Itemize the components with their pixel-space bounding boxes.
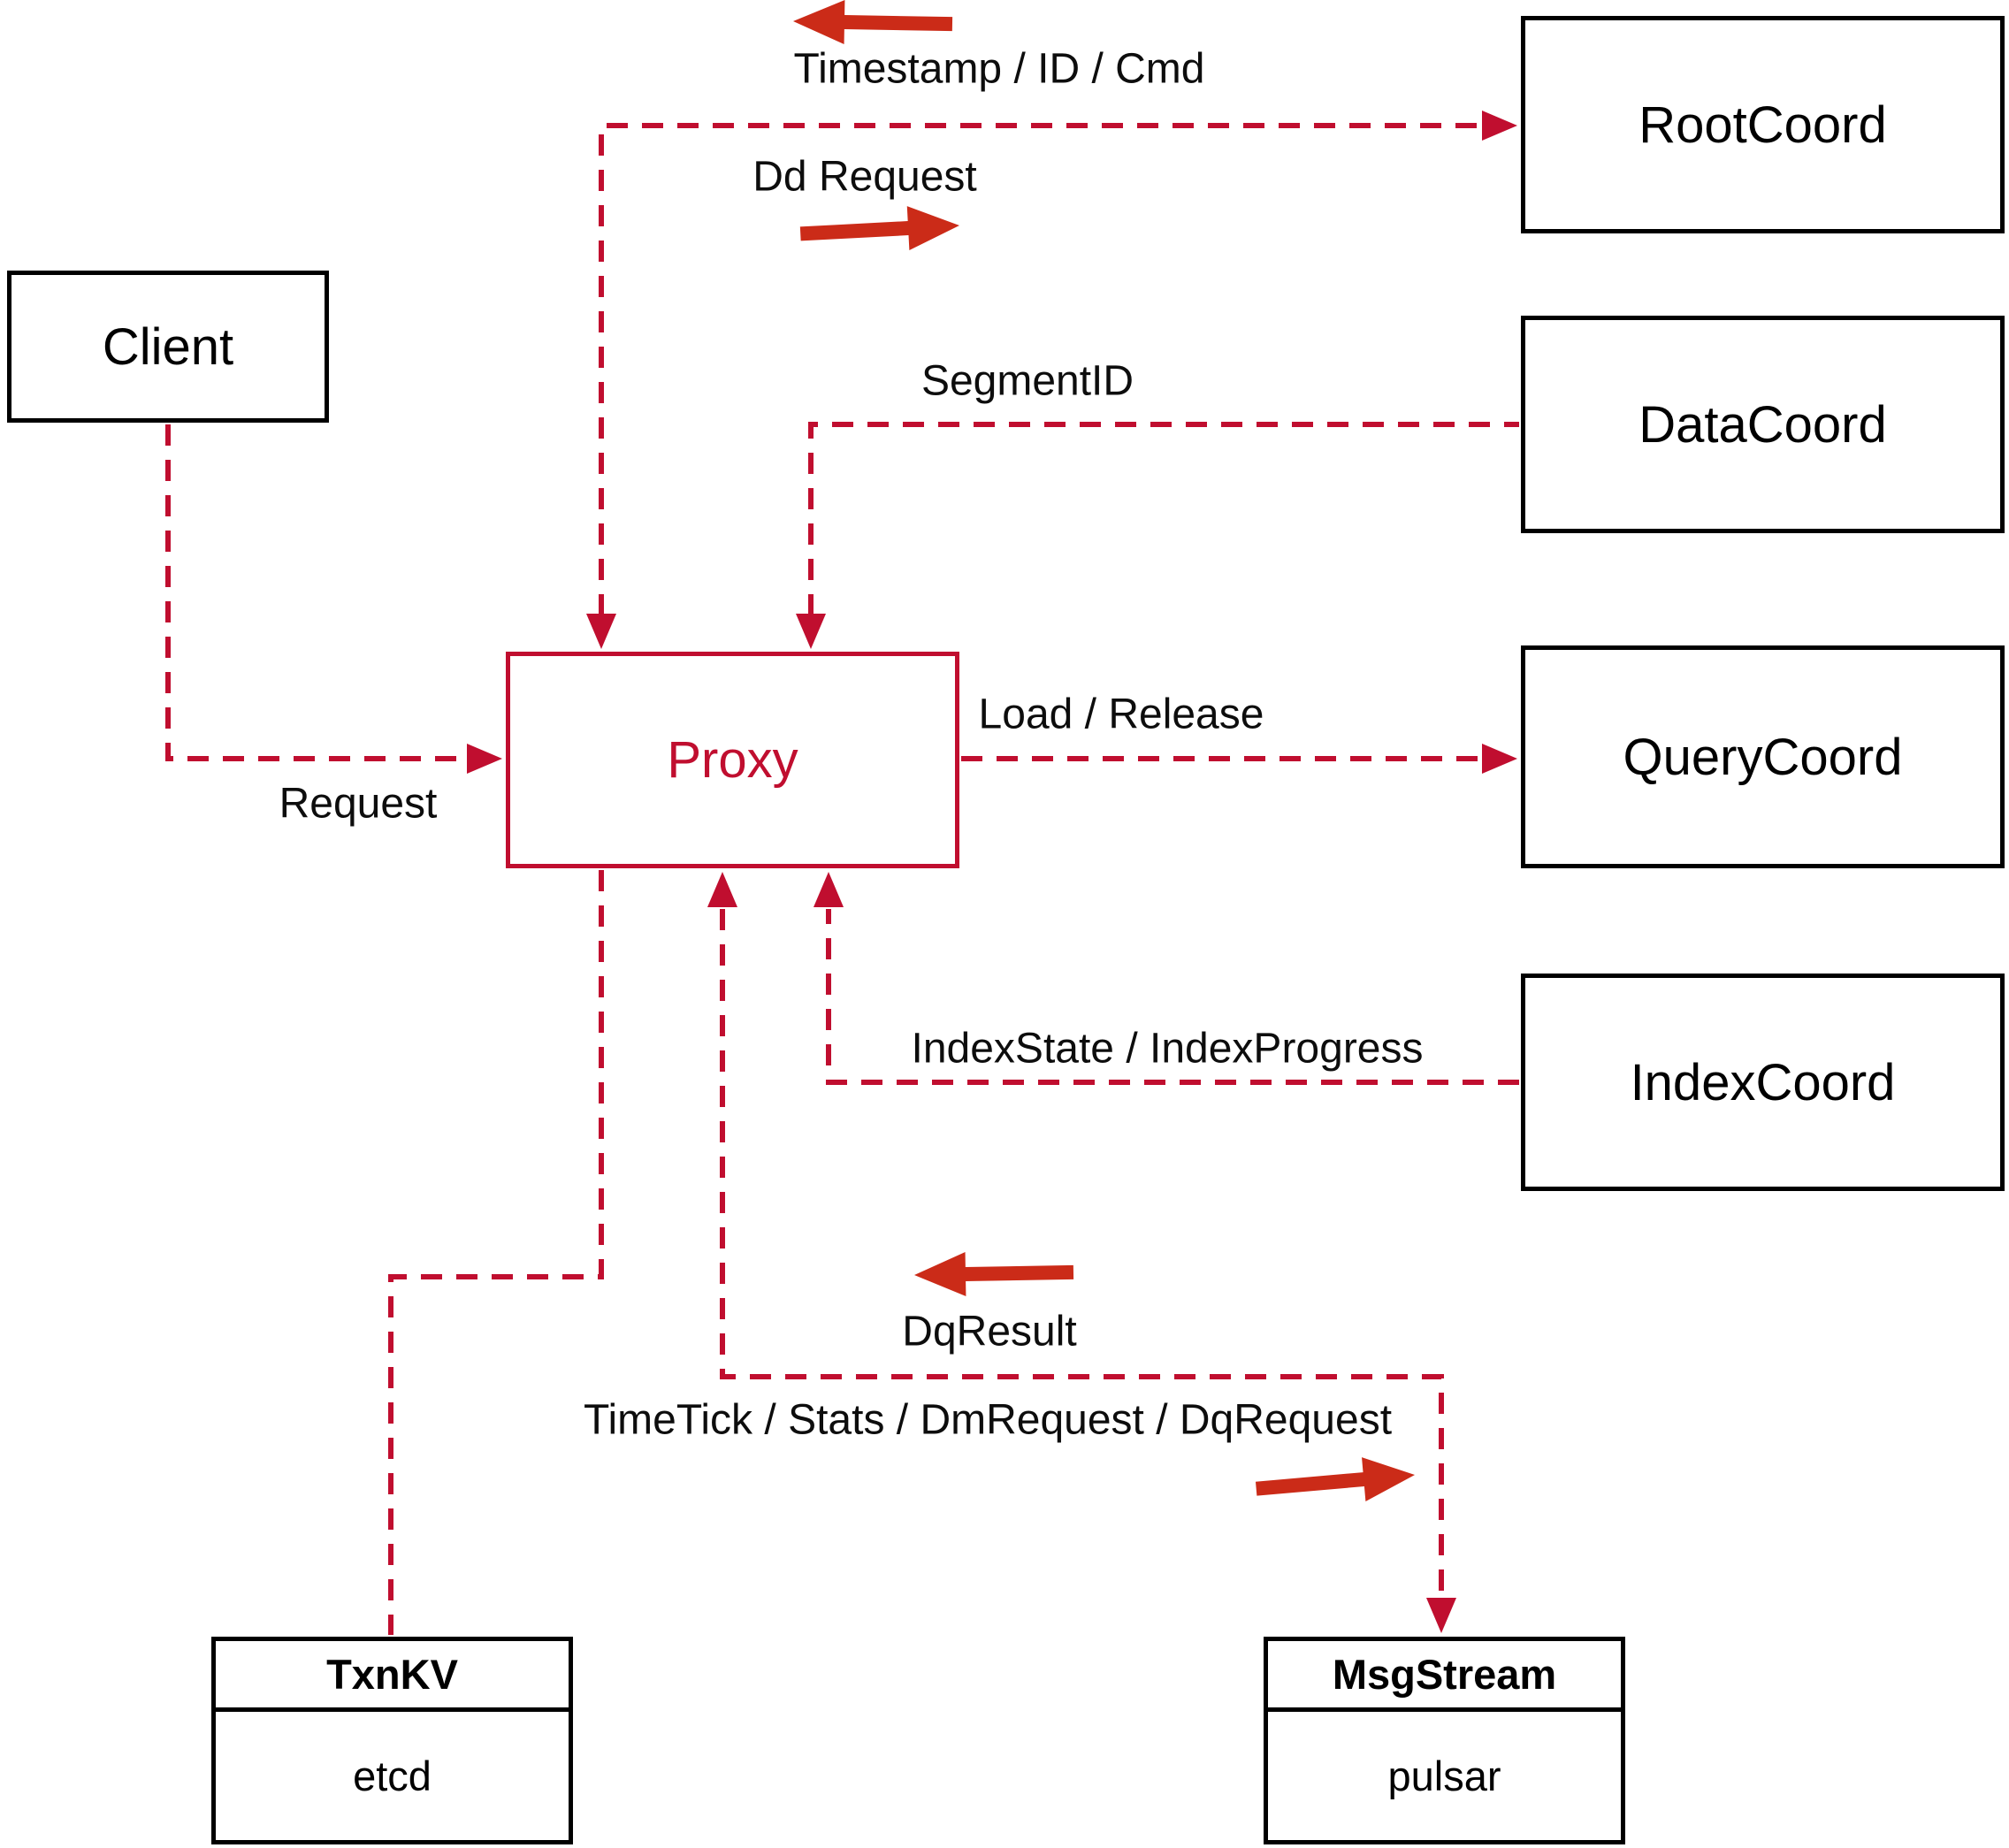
node-datacoord-label: DataCoord bbox=[1639, 395, 1887, 454]
edge-label-dd-request: Dd Request bbox=[752, 153, 977, 201]
arrowhead-into-msgstream bbox=[1426, 1598, 1456, 1633]
arrowhead-into-querycoord bbox=[1482, 744, 1517, 774]
connector-proxy-rootcoord bbox=[599, 123, 1480, 615]
arrowhead-into-proxy-top-right bbox=[796, 614, 826, 649]
edge-label-dq-result: DqResult bbox=[902, 1308, 1077, 1355]
node-querycoord: QueryCoord bbox=[1521, 645, 2005, 868]
connector-proxy-txnkv bbox=[388, 870, 604, 1635]
edge-label-segment-id: SegmentID bbox=[920, 357, 1134, 405]
direction-arrow-right-dd-request bbox=[799, 206, 959, 251]
node-indexcoord-label: IndexCoord bbox=[1630, 1053, 1896, 1111]
arrowhead-into-proxy-bottom-mid bbox=[707, 872, 737, 907]
direction-arrow-right-timetick bbox=[1255, 1457, 1415, 1501]
arrowhead-into-rootcoord bbox=[1482, 111, 1517, 141]
node-querycoord-label: QueryCoord bbox=[1623, 728, 1903, 786]
node-msgstream: MsgStream pulsar bbox=[1264, 1637, 1625, 1844]
node-rootcoord: RootCoord bbox=[1521, 16, 2005, 233]
arrowhead-into-proxy-bottom-right bbox=[814, 872, 844, 907]
edge-label-request: Request bbox=[279, 780, 438, 828]
edge-label-timestamp-id-cmd: Timestamp / ID / Cmd bbox=[793, 45, 1205, 93]
connector-datacoord-proxy bbox=[808, 422, 1519, 615]
direction-arrow-left-timestamp bbox=[793, 0, 953, 45]
arrowhead-into-proxy-left bbox=[467, 744, 502, 774]
node-msgstream-body: pulsar bbox=[1387, 1753, 1501, 1799]
arrowhead-into-proxy-top-left bbox=[586, 614, 616, 649]
node-client-label: Client bbox=[102, 317, 234, 376]
node-proxy: Proxy bbox=[506, 652, 959, 868]
edge-label-load-release: Load / Release bbox=[978, 691, 1264, 738]
connector-proxy-msgstream bbox=[720, 909, 1444, 1596]
connector-indexcoord-proxy bbox=[826, 909, 1519, 1085]
node-txnkv: TxnKV etcd bbox=[211, 1637, 573, 1844]
node-txnkv-title: TxnKV bbox=[216, 1641, 569, 1712]
node-txnkv-body: etcd bbox=[353, 1753, 432, 1799]
node-rootcoord-label: RootCoord bbox=[1639, 95, 1887, 154]
node-datacoord: DataCoord bbox=[1521, 316, 2005, 533]
node-msgstream-title: MsgStream bbox=[1268, 1641, 1621, 1712]
node-indexcoord: IndexCoord bbox=[1521, 974, 2005, 1191]
edge-label-index-state-progress: IndexState / IndexProgress bbox=[911, 1025, 1424, 1073]
node-client: Client bbox=[7, 271, 329, 423]
edge-label-timetick-stats: TimeTick / Stats / DmRequest / DqRequest bbox=[583, 1396, 1393, 1444]
node-proxy-label: Proxy bbox=[667, 731, 798, 789]
connector-client-proxy bbox=[165, 424, 465, 761]
direction-arrow-left-dq-result bbox=[914, 1251, 1074, 1296]
